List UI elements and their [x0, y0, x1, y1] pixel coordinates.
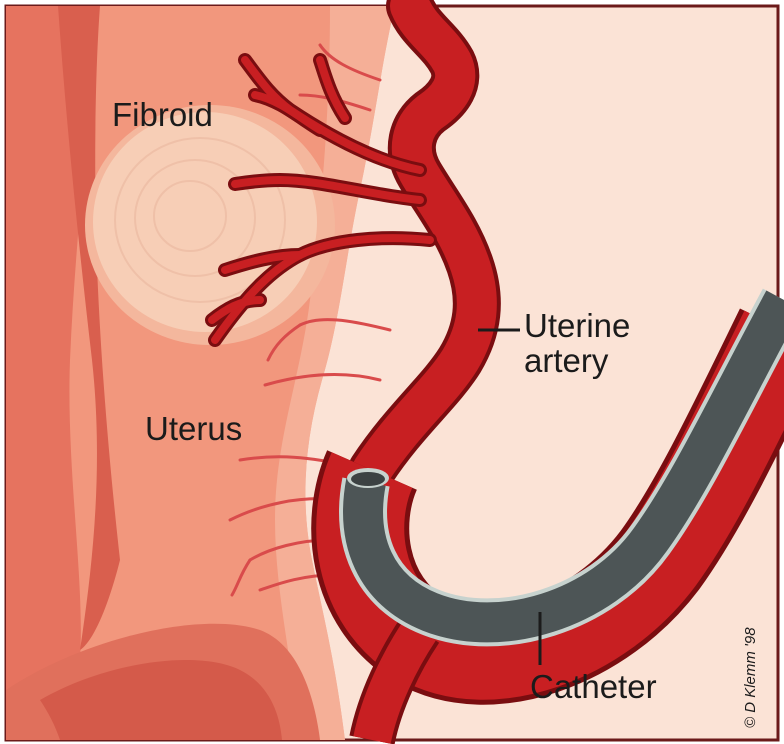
catheter-label: Catheter	[530, 670, 657, 705]
fibroid-label: Fibroid	[112, 98, 213, 133]
copyright-credit: © D Klemm '98	[742, 627, 759, 728]
uterus-label: Uterus	[145, 412, 242, 447]
fibroid	[85, 105, 335, 345]
uterine-artery-label: Uterine artery	[524, 309, 630, 378]
